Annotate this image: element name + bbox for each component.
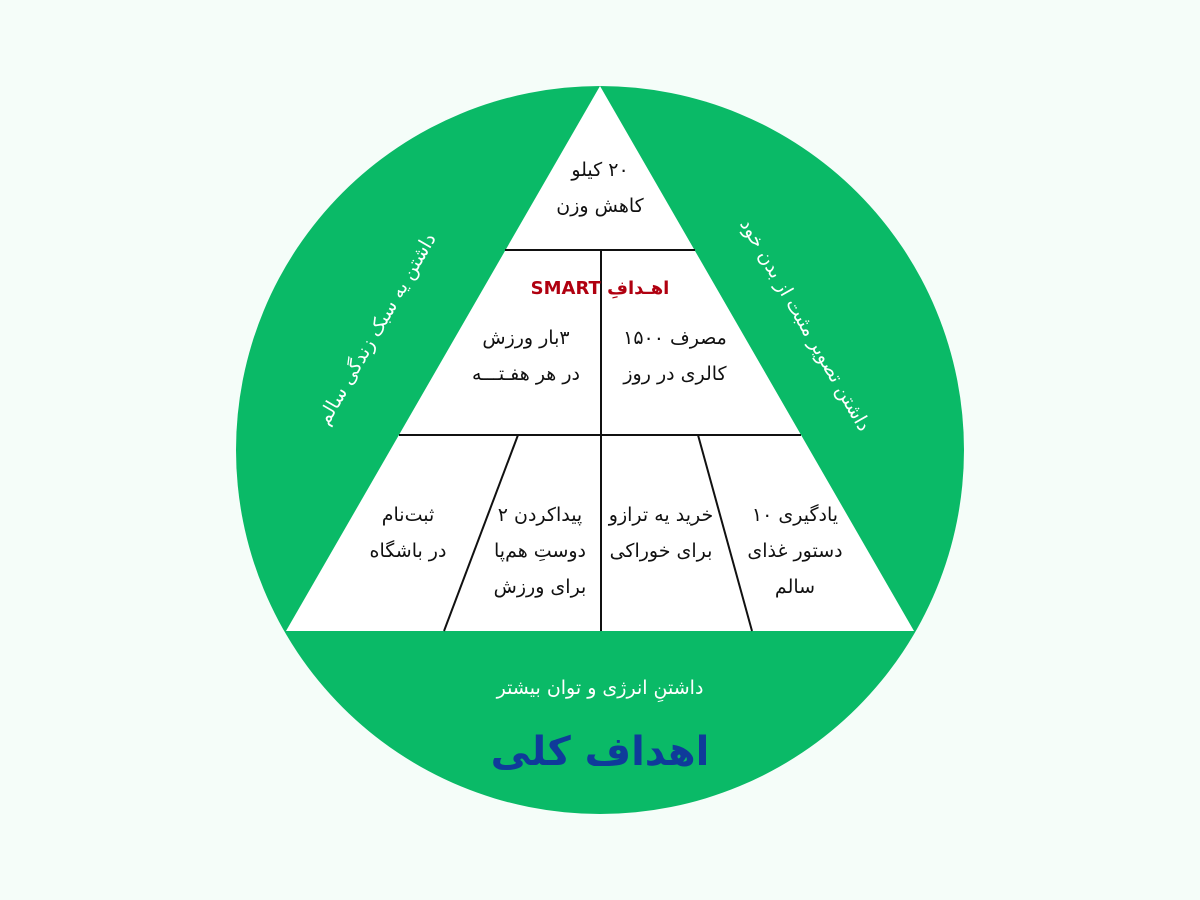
smart-goals-title: اهـدافِ SMART: [530, 278, 670, 299]
main-title: اهداف کلی: [490, 729, 710, 775]
bottom-goal-2: پیداکردن ۲ دوستِ هم‌پا برای ورزش: [493, 504, 587, 598]
divider-bottom-right: [697, 434, 753, 632]
bottom-side-text: داشتنِ انرژی و توان بیشتر: [496, 677, 704, 699]
bottom-goal-4: یادگیری ۱۰ دستور غذای سالم: [747, 504, 843, 598]
bottom-goal-1: ثبت‌نام در باشگاه: [369, 504, 447, 562]
divider-bottom-left: [443, 434, 519, 632]
middle-right-goal: مصرف ۱۵۰۰ کالری در روز: [623, 327, 727, 385]
top-goal-label: ۲۰ کیلو کاهش وزن: [556, 159, 644, 217]
middle-left-goal: ۳بار ورزش در هر هفـتـــه: [471, 327, 581, 385]
bottom-goal-3: خرید یه ترازو برای خوراکی: [608, 504, 714, 562]
divider-lines: [399, 249, 801, 632]
